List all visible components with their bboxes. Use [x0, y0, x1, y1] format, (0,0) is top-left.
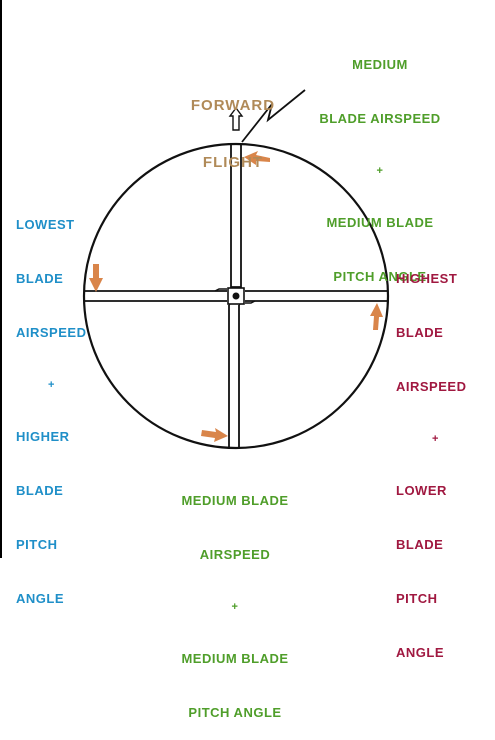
forward-flight-label: FORWARD FLIGHT: [178, 58, 288, 191]
forward-flight-arrow-icon: [228, 106, 244, 131]
arrow-top-icon: [244, 151, 270, 165]
bottom-line-1: MEDIUM BLADE: [181, 493, 289, 508]
rotor-disc: [82, 142, 390, 450]
right-line-1: HIGHEST: [396, 271, 458, 286]
blade-right-step: [245, 300, 256, 304]
left-line-4: HIGHER: [16, 429, 70, 444]
right-line-6: PITCH: [396, 591, 438, 606]
right-line-3: AIRSPEED: [396, 379, 467, 394]
left-line-6: PITCH: [16, 537, 58, 552]
top-plus: +: [376, 165, 384, 177]
top-blade-label: MEDIUM BLADE AIRSPEED + MEDIUM BLADE PIT…: [300, 20, 460, 304]
rotor-hub-center: [232, 292, 240, 300]
right-plus: +: [432, 433, 439, 445]
bottom-line-4: PITCH ANGLE: [188, 705, 282, 720]
arrow-bottom-icon: [201, 428, 228, 442]
left-line-2: BLADE: [16, 271, 64, 286]
left-line-1: LOWEST: [16, 217, 75, 232]
leader-line: [241, 89, 306, 143]
blade-forward: [230, 144, 242, 288]
bottom-line-2: AIRSPEED: [199, 547, 271, 562]
left-blade-label: LOWEST BLADE AIRSPEED + HIGHER BLADE PIT…: [16, 180, 96, 626]
blade-left: [84, 290, 227, 302]
left-line-5: BLADE: [16, 483, 64, 498]
right-line-4: LOWER: [396, 483, 447, 498]
top-line-1: MEDIUM: [352, 57, 408, 72]
arrow-right-icon: [370, 303, 383, 330]
top-line-4: PITCH ANGLE: [333, 269, 427, 284]
right-line-5: BLADE: [396, 537, 444, 552]
arrow-left-icon: [89, 264, 103, 292]
forward-line-2: FLIGHT: [202, 154, 264, 171]
right-line-2: BLADE: [396, 325, 444, 340]
bottom-line-3: MEDIUM BLADE: [181, 651, 289, 666]
bottom-blade-label: MEDIUM BLADE AIRSPEED + MEDIUM BLADE PIT…: [155, 456, 315, 740]
blade-left-step: [214, 288, 227, 292]
forward-line-1: FORWARD: [190, 97, 276, 114]
left-line-3: AIRSPEED: [16, 325, 87, 340]
right-blade-label: HIGHEST BLADE AIRSPEED + LOWER BLADE PIT…: [396, 234, 486, 680]
left-line-7: ANGLE: [16, 591, 64, 606]
blade-right: [245, 290, 388, 302]
blade-aft: [228, 305, 240, 447]
bottom-plus: +: [231, 601, 239, 613]
top-line-2: BLADE AIRSPEED: [319, 111, 441, 126]
left-plus: +: [48, 379, 55, 391]
frame-left-edge: [0, 0, 2, 558]
right-line-7: ANGLE: [396, 645, 444, 660]
rotor-diagram: [82, 89, 390, 450]
top-line-3: MEDIUM BLADE: [326, 215, 434, 230]
